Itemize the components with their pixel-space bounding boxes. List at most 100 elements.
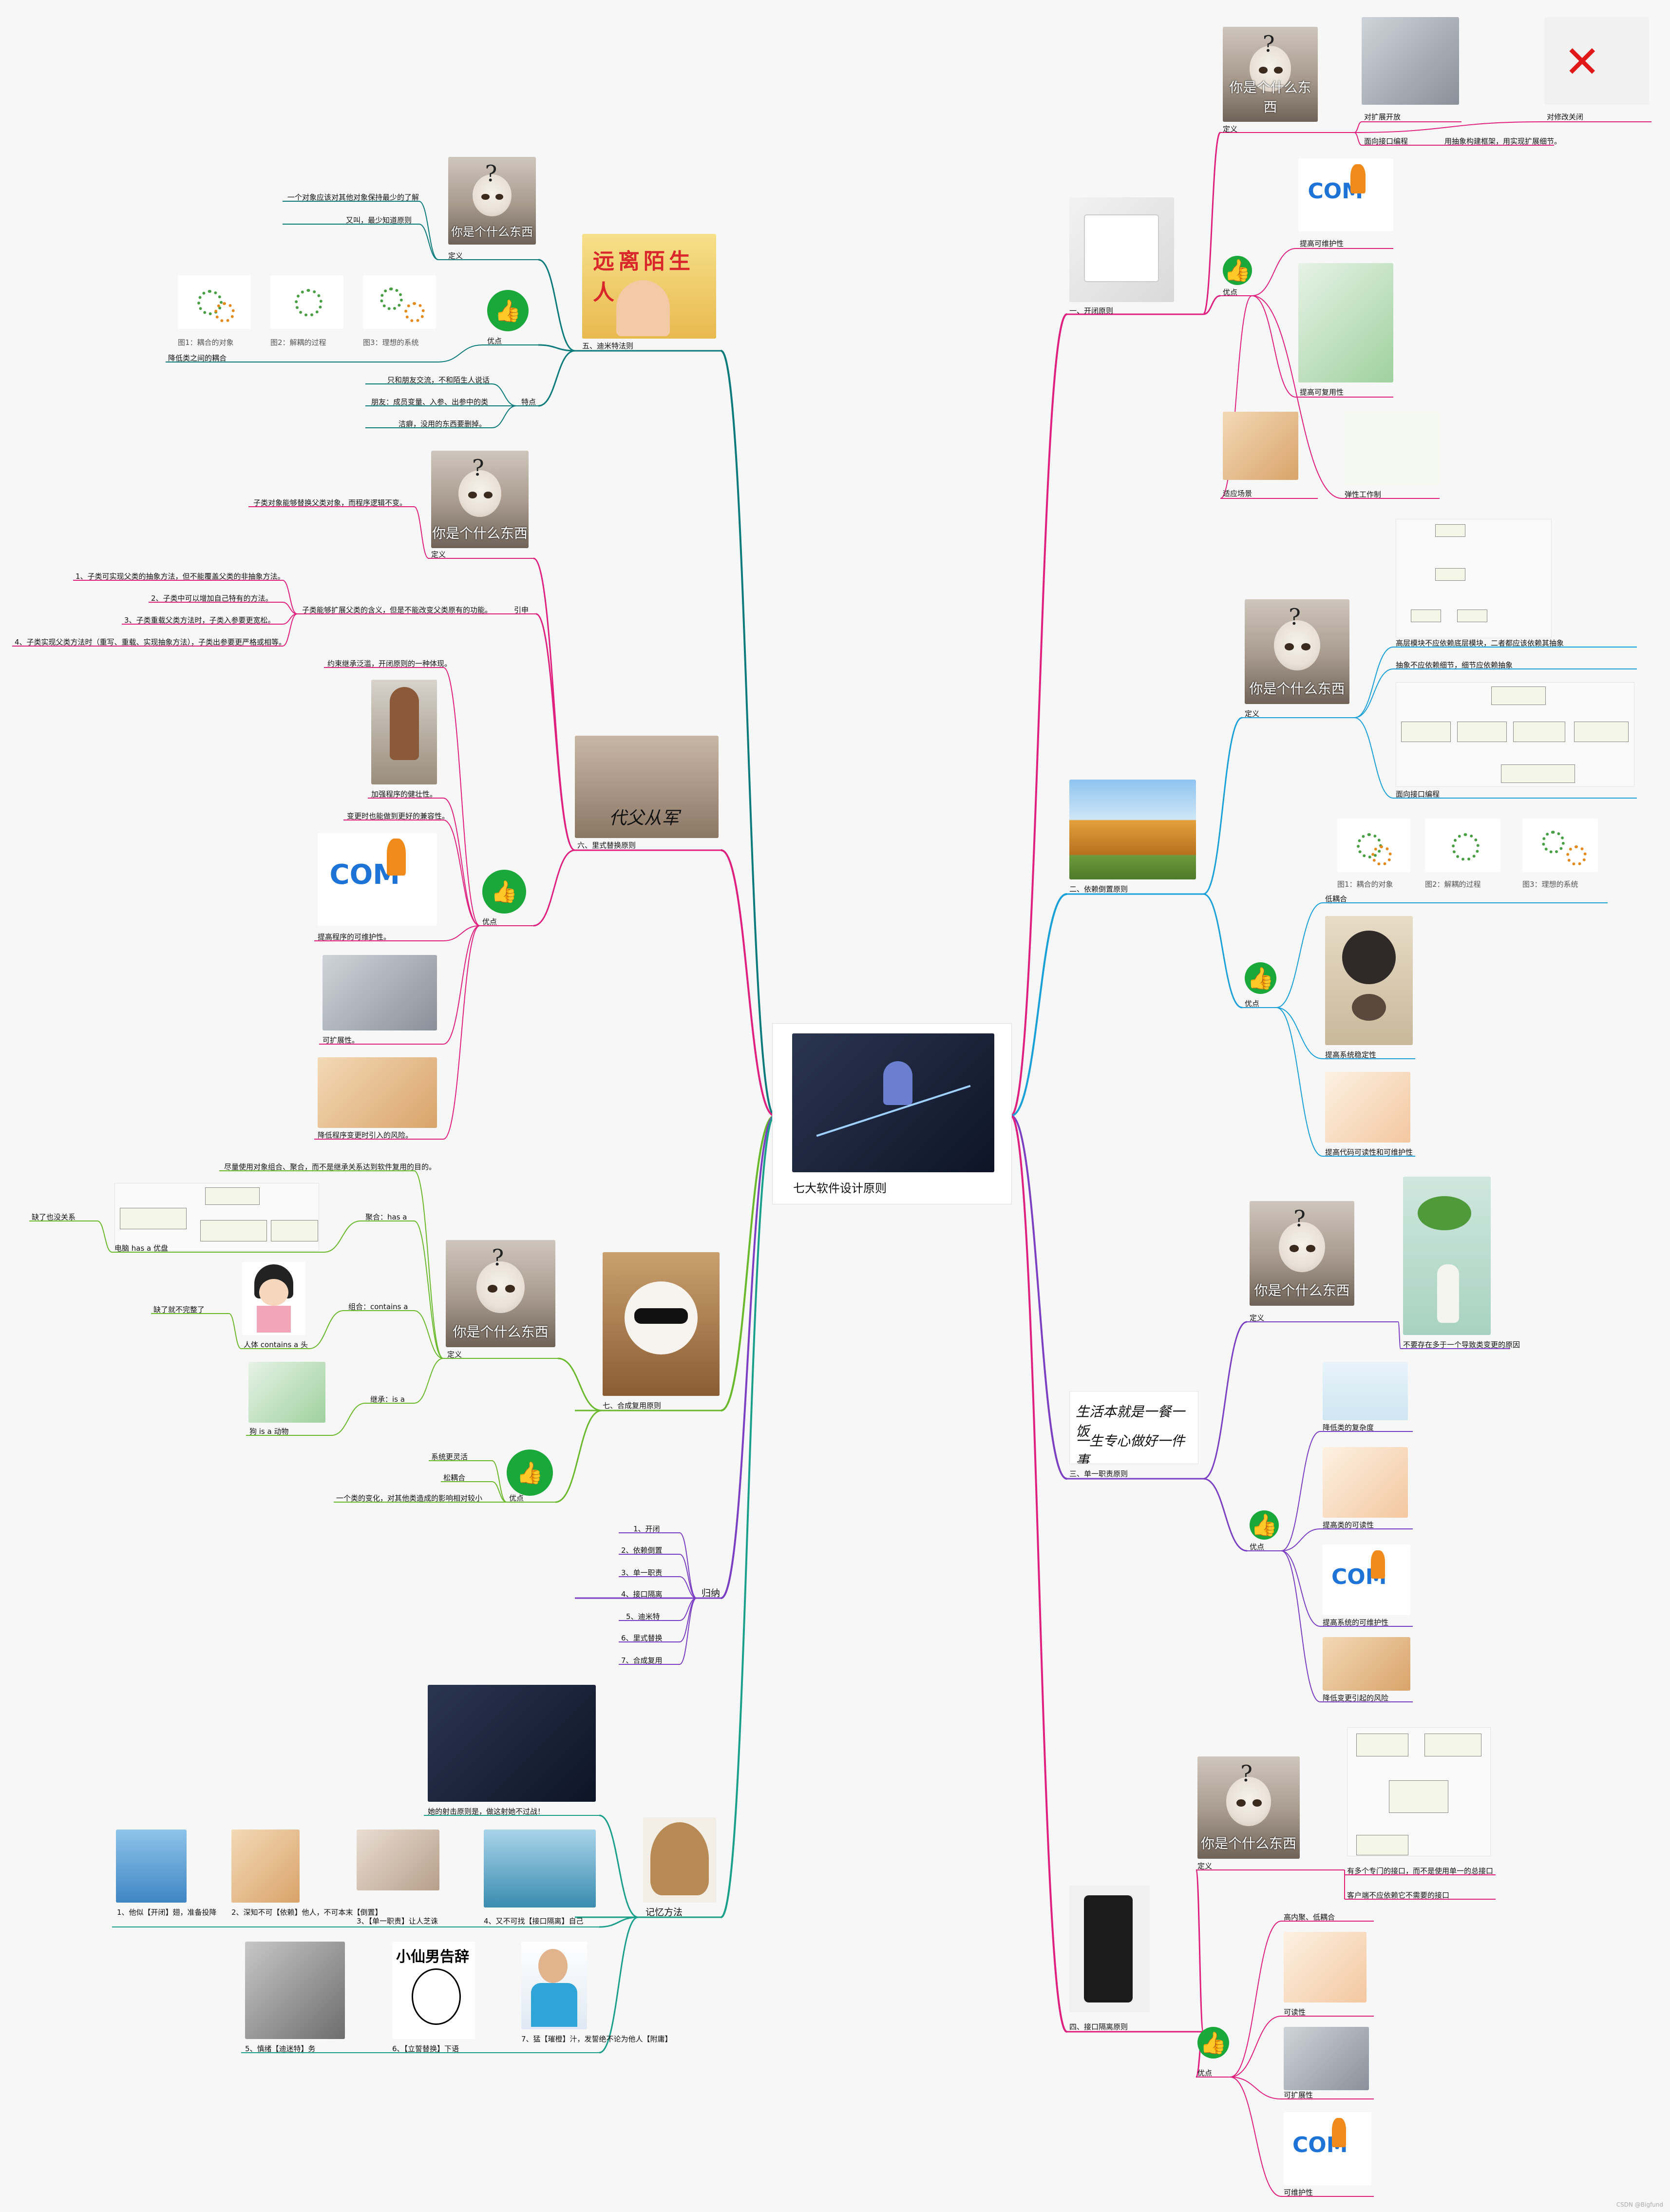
memory-item-5[interactable]: 5、慎绪【迪迷特】务 [245,2044,316,2053]
connector [1354,668,1394,718]
carp-adv-item-2[interactable]: 松耦合 [443,1473,466,1482]
lod-feat-item-3[interactable]: 洁癖，没用的东西要删掉。 [399,420,487,428]
summary-item-4[interactable]: 4、接口隔离 [621,1590,663,1599]
memory-intro[interactable]: 她的射击原则是，做这射她不过战！ [428,1807,545,1816]
isp-def-item-2[interactable]: 客户端不应依赖它不需要的接口 [1347,1891,1450,1900]
open-title[interactable]: 一、开闭原则 [1069,306,1114,315]
carp-note-5[interactable]: 狗 is a 动物 [249,1427,289,1436]
lsp-def-item-1[interactable]: 子类对象能够替换父类对象，而程序逻辑不变。 [253,498,407,507]
isp-adv-item-2[interactable]: 可读性 [1284,2008,1306,2017]
connector [538,344,575,352]
srp-adv-item-2[interactable]: 提高类的可读性 [1323,1521,1374,1529]
dip-adv-label[interactable]: 优点 [1245,999,1260,1008]
open-def-item-2[interactable]: 对修改关闭 [1547,113,1584,121]
lod-def-item-1[interactable]: 一个对象应该对其他对象保持最少的了解 [287,193,419,202]
open-adv-item-2[interactable]: 提高可复用性 [1300,388,1344,397]
lsp-ext-item-2[interactable]: 2、子类中可以增加自己特有的方法。 [151,594,273,603]
srp-def-label[interactable]: 定义 [1250,1314,1265,1322]
lod-adv-label[interactable]: 优点 [487,337,502,345]
carp-adv-item-1[interactable]: 系统更灵活 [431,1452,468,1461]
lsp-adv-item-5[interactable]: 可扩展性。 [323,1036,360,1045]
memory-item-3[interactable]: 3、【单一职责】让人芝诛 [357,1917,438,1926]
lod-feat-label[interactable]: 特点 [521,398,536,406]
open-adv-item-1[interactable]: 提高可维护性 [1300,239,1344,248]
srp-def-cat-image: ? 你是个什么东西 [1250,1201,1354,1306]
memory-item-4[interactable]: 4、又不可找【接口隔离】自己 [484,1917,584,1926]
dip-def-item-3[interactable]: 面向接口编程 [1396,790,1440,799]
carp-def-item-2[interactable]: 组合：contains a [348,1302,408,1311]
dip-def-item-1[interactable]: 高层模块不应依赖底层模块，二者都应该依赖其抽象 [1396,639,1564,648]
memory-item-2[interactable]: 2、深知不可【依赖】他人，不可本末【倒置】 [231,1908,382,1917]
memory-title[interactable]: 记忆方法 [645,1907,683,1918]
isp-adv-item-1[interactable]: 高内聚、低耦合 [1284,1913,1335,1922]
carp-def-main[interactable]: 尽量使用对象组合、聚合，而不是继承关系达到软件复用的目的。 [224,1163,436,1171]
srp-adv-item-1[interactable]: 降低类的复杂度 [1323,1423,1374,1432]
open-adv-item-4[interactable]: 弹性工作制 [1345,490,1382,499]
summary-item-5[interactable]: 5、迪米特 [626,1612,660,1621]
lsp-adv-item-2[interactable]: 加强程序的健壮性。 [371,790,437,799]
carp-def-item-3[interactable]: 继承：is a [370,1395,405,1404]
srp-def-item-1[interactable]: 不要存在多于一个导致类变更的原因 [1403,1340,1520,1349]
srp-adv-item-4[interactable]: 降低变更引起的风险 [1323,1694,1389,1702]
carp-note-3[interactable]: 缺了就不完整了 [153,1305,205,1314]
lod-def-item-2[interactable]: 又叫，最少知道原则 [346,216,412,225]
carp-title[interactable]: 七、合成复用原则 [603,1401,662,1410]
lod-feat-item-1[interactable]: 只和朋友交流，不和陌生人说话 [387,376,490,384]
lsp-ext-item-1[interactable]: 1、子类可实现父类的抽象方法，但不能覆盖父类的非抽象方法。 [76,572,285,581]
open-adv-label[interactable]: 优点 [1223,288,1238,297]
srp-adv-label[interactable]: 优点 [1250,1543,1265,1551]
isp-adv-item-3[interactable]: 可扩展性 [1284,2091,1313,2099]
memory-item-7[interactable]: 7、猛【璀橙】汁，发誓绝不论为他人【附庸】 [521,2035,672,2043]
summary-item-1[interactable]: 1、开闭 [633,1525,660,1533]
dip-def-item-2[interactable]: 抽象不应依赖细节，细节应依赖抽象 [1396,661,1513,669]
dip-adv-item-3[interactable]: 提高代码可读性和可维护性 [1325,1148,1413,1157]
lsp-ext-item-4[interactable]: 4、子类实现父类方法时（重写、重载、实现抽象方法），子类出参要更严格或相等。 [15,638,286,647]
isp-def-label[interactable]: 定义 [1197,1862,1213,1870]
srp-title[interactable]: 三、单一职责原则 [1069,1469,1128,1478]
lsp-adv-item-6[interactable]: 降低程序变更时引入的风险。 [318,1131,413,1140]
dip-def-label[interactable]: 定义 [1245,709,1260,718]
open-def-item-3[interactable]: 面向接口编程 [1364,137,1408,146]
memory-item-1[interactable]: 1、他似【开闭】翅，准备投降 [117,1908,217,1917]
dip-adv-item-1[interactable]: 低耦合 [1325,895,1347,903]
dip-title[interactable]: 二、依赖倒置原则 [1069,885,1128,894]
lod-adv-item-1[interactable]: 降低类之间的耦合 [168,354,227,362]
summary-item-2[interactable]: 2、依赖倒置 [621,1546,663,1555]
lod-feat-item-2[interactable]: 朋友：成员变量、入参、出参中的类 [371,398,489,406]
isp-adv-item-4[interactable]: 可维护性 [1284,2188,1313,2197]
summary-title[interactable]: 归纳 [702,1588,721,1599]
dip-adv-item-2[interactable]: 提高系统稳定性 [1325,1050,1377,1059]
open-adv-item-3[interactable]: 适应场景 [1223,489,1252,498]
open-def-item-4[interactable]: 用抽象构建框架，用实现扩展细节。 [1444,137,1562,146]
lsp-ext-main[interactable]: 子类能够扩展父类的含义，但是不能改变父类原有的功能。 [302,606,493,614]
summary-item-6[interactable]: 6、里式替换 [621,1634,663,1642]
lsp-ext-item-3[interactable]: 3、子类重载父类方法时，子类入参要更宽松。 [124,616,275,625]
root-node[interactable]: 七大软件设计原则 [772,1023,1012,1204]
open-def-item-1[interactable]: 对扩展开放 [1364,113,1401,121]
carp-note-4[interactable]: 人体 contains a 头 [244,1340,308,1349]
open-def-label[interactable]: 定义 [1223,125,1238,133]
carp-note-1[interactable]: 缺了也没关系 [32,1213,76,1221]
lsp-adv-label[interactable]: 优点 [482,917,497,926]
isp-def-item-1[interactable]: 有多个专门的接口，而不是使用单一的总接口 [1347,1867,1494,1875]
lod-def-label[interactable]: 定义 [448,251,463,260]
summary-item-3[interactable]: 3、单一职责 [621,1568,663,1577]
carp-note-2[interactable]: 电脑 has a 优盘 [114,1244,169,1253]
carp-adv-label[interactable]: 优点 [509,1494,524,1503]
lsp-adv-item-1[interactable]: 约束继承泛滥，开闭原则的一种体现。 [327,659,452,668]
lsp-def-label[interactable]: 定义 [431,550,446,559]
lsp-adv-item-3[interactable]: 变更时也能做到更好的兼容性。 [347,812,450,820]
isp-adv-label[interactable]: 优点 [1197,2069,1213,2078]
isp-title[interactable]: 四、接口隔离原则 [1069,2022,1128,2031]
lsp-title[interactable]: 六、里式替换原则 [577,841,636,850]
lod-title[interactable]: 五、迪米特法则 [582,342,634,350]
carp-def-item-1[interactable]: 聚合：has a [365,1213,407,1221]
carp-adv-item-3[interactable]: 一个类的变化，对其他类造成的影响相对较小 [336,1494,483,1503]
lsp-adv-item-4[interactable]: 提高程序的可维护性。 [318,933,391,941]
connector [1281,1528,1321,1551]
lsp-ext-label[interactable]: 引申 [514,606,529,614]
summary-item-7[interactable]: 7、合成复用 [621,1656,663,1665]
srp-adv-item-3[interactable]: 提高系统的可维护性 [1323,1618,1389,1627]
memory-item-6[interactable]: 6、【立誓替换】下语 [392,2044,459,2053]
carp-def-label[interactable]: 定义 [447,1350,462,1359]
